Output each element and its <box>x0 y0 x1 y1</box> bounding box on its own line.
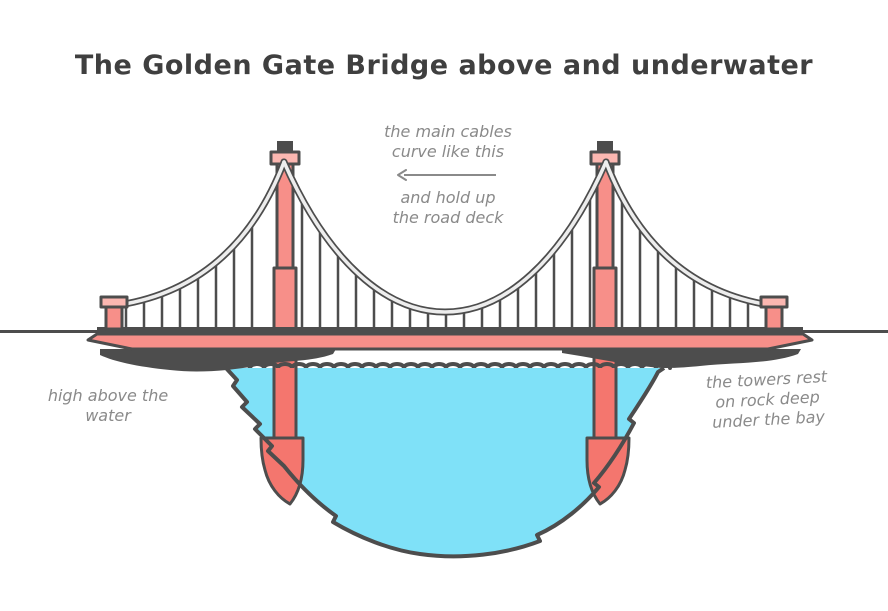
deck-annotation-line2: water <box>85 406 131 425</box>
arrow-left-icon <box>383 166 513 186</box>
diagram-title: The Golden Gate Bridge above and underwa… <box>74 50 814 81</box>
deck-annotation: high above the water <box>38 386 178 426</box>
cables-annotation: the main cables curve like this and hold… <box>383 122 513 228</box>
water-body <box>226 368 664 557</box>
main-cables <box>108 158 780 316</box>
left-pier-footing <box>259 436 305 506</box>
deck-annotation-line1: high above the <box>47 386 169 405</box>
bridge-deck <box>86 327 814 351</box>
seabed-outline <box>224 366 666 559</box>
cables-annotation-line3: and hold up <box>400 188 496 207</box>
cables-annotation-line2: curve like this <box>391 142 505 161</box>
water-surface-line <box>220 362 672 370</box>
right-terrain <box>562 349 801 368</box>
suspender-cables <box>124 196 768 329</box>
cables-annotation-line4: the road deck <box>392 208 504 227</box>
cables-annotation-line1: the main cables <box>384 122 512 141</box>
left-tower <box>269 141 301 334</box>
right-tower <box>589 141 621 334</box>
foundation-annotation: the towers rest on rock deep under the b… <box>689 366 847 434</box>
left-anchorage <box>99 295 129 331</box>
right-anchorage <box>759 295 789 331</box>
left-terrain <box>100 349 336 372</box>
